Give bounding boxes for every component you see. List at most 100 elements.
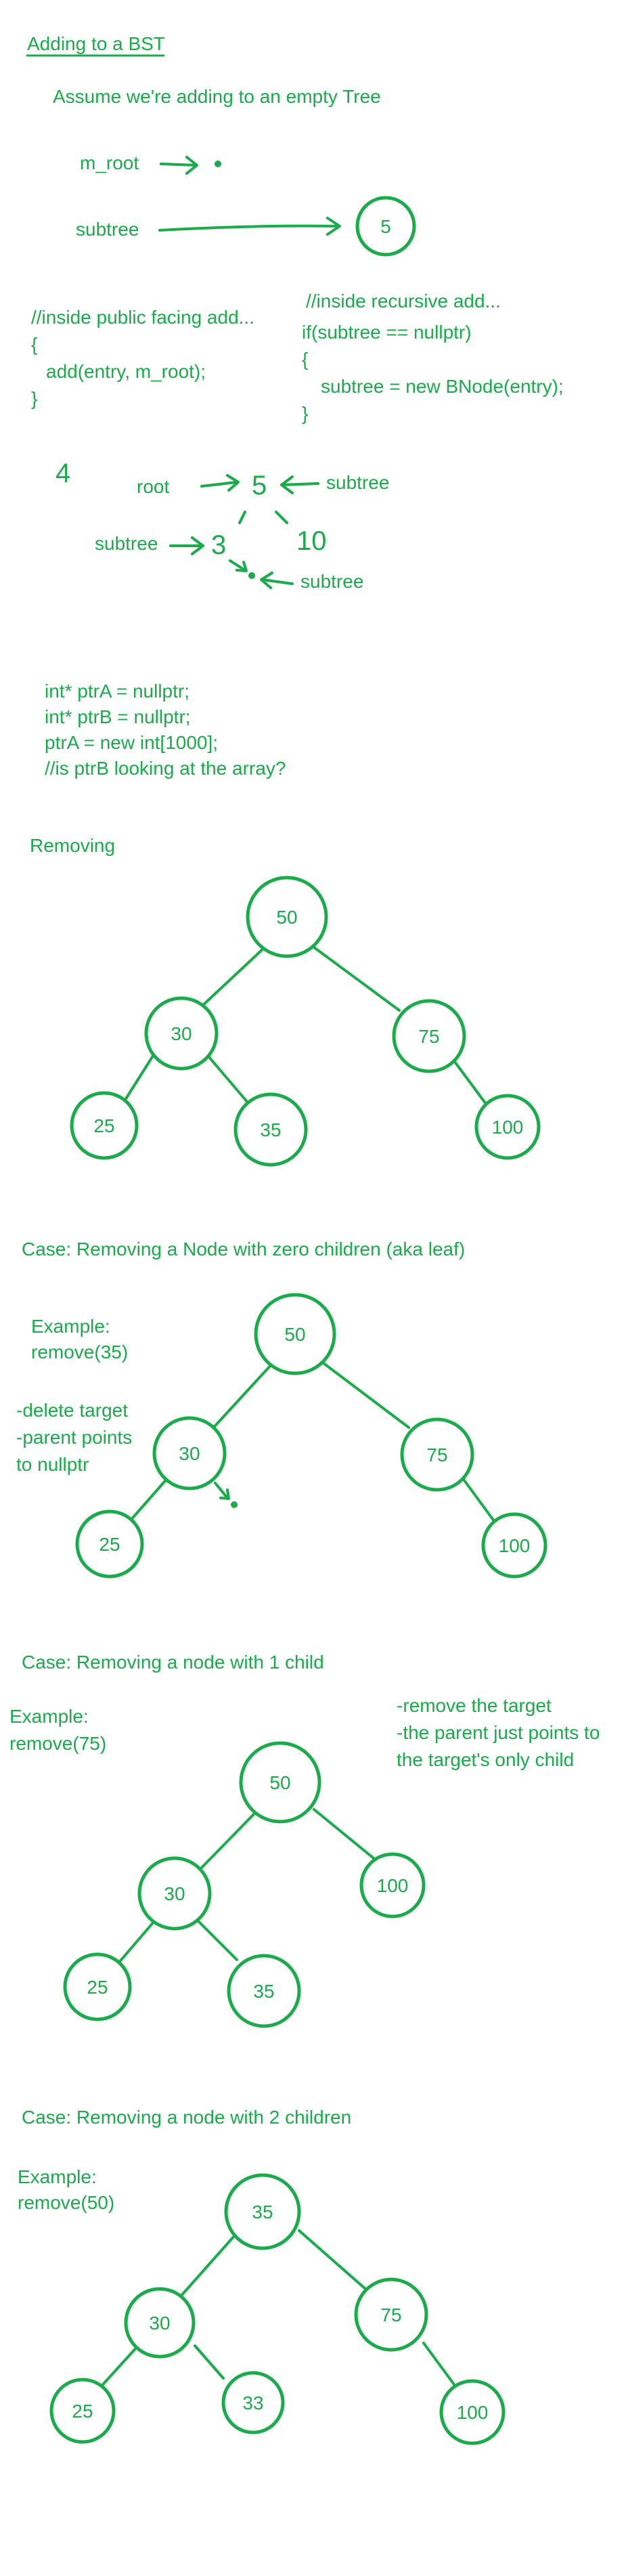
tree-node-75 [354, 2277, 428, 2352]
case-one-note-2: -the parent just points to [397, 1722, 600, 1743]
recursive-add-line-2: if(subtree == nullptr) [302, 322, 472, 343]
tree-node-50 [254, 1293, 336, 1375]
m-root-label: m_root [80, 152, 139, 173]
public-add-line-1: //inside public facing add... [31, 307, 254, 328]
section-title-adding: Adding to a BST [27, 33, 165, 54]
tree-node-25-value: 25 [99, 1534, 120, 1555]
public-add-line-3: add(entry, m_root); [46, 361, 206, 382]
tree-node-100 [474, 1094, 541, 1160]
tree-node-100 [439, 2379, 506, 2445]
section-removing: Removing 50 30 75 25 35 100 [30, 835, 541, 1167]
tree-node-100 [359, 1852, 426, 1918]
sketch-subtree-bottom: subtree [300, 571, 363, 592]
tree-node-100-value: 100 [492, 1117, 524, 1138]
section-adding: Adding to a BST Assume we're adding to a… [26, 33, 564, 424]
edge-50-75 [310, 944, 401, 1012]
case-two-example-1: Example: [18, 2166, 97, 2187]
tree-node-50-value: 50 [269, 1772, 290, 1793]
edge-35-75 [298, 2229, 367, 2290]
pointer-line-4: //is ptrB looking at the array? [45, 758, 286, 779]
tree-node-25 [70, 1091, 139, 1160]
null-dot [231, 1501, 238, 1508]
tree-node-25-value: 25 [72, 2401, 93, 2422]
edge-30-25 [96, 2344, 139, 2392]
tree-node-75-value: 75 [418, 1026, 439, 1047]
tree-node-35-value: 35 [260, 1119, 281, 1140]
edge-35-30 [179, 2235, 236, 2298]
recursive-add-code: //inside recursive add... if(subtree == … [302, 291, 564, 424]
hand-sketch: 4 root 5 subtree 10 subtree 3 subtree [55, 458, 389, 592]
null-dot [215, 160, 221, 167]
sketch-null-dot [248, 572, 255, 579]
section-case-two: Case: Removing a node with 2 children Ex… [18, 2107, 506, 2445]
tree-node-25 [63, 1952, 132, 2021]
tree-node-75 [400, 1417, 474, 1492]
tree-node-50-value: 50 [276, 907, 297, 928]
edge-50-30 [198, 1811, 257, 1872]
pointer-line-1: int* ptrA = nullptr; [45, 681, 189, 702]
case-one-note-3: the target's only child [397, 1749, 574, 1770]
subtree-right-arrow [280, 475, 319, 494]
case-zero-note-3: to nullptr [16, 1454, 89, 1475]
null-pointer-arrow [214, 1482, 230, 1500]
section-case-zero: Case: Removing a Node with zero children… [16, 1239, 547, 1579]
tree-node-30 [137, 1856, 212, 1931]
case-two-example-2: remove(50) [18, 2192, 114, 2213]
tree-node-33-value: 33 [242, 2392, 263, 2413]
tree-node-25-value: 25 [93, 1115, 114, 1136]
tree-node-50 [239, 1741, 321, 1824]
sketch-root-label: root [137, 476, 169, 497]
recursive-add-line-3: { [302, 349, 308, 370]
pointer-line-3: ptrA = new int[1000]; [45, 732, 218, 753]
edge-50-30 [208, 1362, 273, 1433]
tree-node-30 [152, 1416, 227, 1490]
edge-75-100 [453, 1060, 487, 1105]
case-one-example-1: Example: [9, 1706, 89, 1727]
case-zero-example-1: Example: [31, 1316, 110, 1337]
tree-node-35 [227, 1954, 301, 2028]
case-two-title: Case: Removing a node with 2 children [22, 2107, 351, 2128]
sketch-node-3: 3 [211, 530, 226, 560]
case-one-title: Case: Removing a node with 1 child [22, 1652, 324, 1673]
section-case-one: Case: Removing a node with 1 child Examp… [9, 1652, 600, 2028]
m-root-arrow [160, 156, 198, 175]
pointer-code: int* ptrA = nullptr; int* ptrB = nullptr… [45, 681, 286, 779]
edge-50-100 [313, 1808, 375, 1860]
tree-node-75 [392, 999, 466, 1073]
tree-node-25 [49, 2378, 116, 2444]
node-5-value: 5 [380, 216, 391, 237]
recursive-add-line-4: subtree = new BNode(entry); [321, 376, 564, 397]
subtree-label: subtree [76, 219, 139, 240]
recursive-add-line-5: } [302, 403, 308, 424]
tree-node-30 [124, 2287, 196, 2359]
case-zero-title: Case: Removing a Node with zero children… [22, 1239, 465, 1260]
case-one-example-2: remove(75) [9, 1733, 106, 1754]
public-add-line-2: { [31, 334, 37, 355]
sketch-left-branch [238, 511, 246, 524]
subtree-left-arrow [169, 536, 204, 555]
recursive-add-line-1: //inside recursive add... [306, 291, 501, 312]
edge-30-35 [195, 1918, 238, 1961]
removing-title: Removing [30, 835, 115, 856]
case-zero-example-2: remove(35) [31, 1341, 128, 1362]
section-subtitle: Assume we're adding to an empty Tree [53, 86, 381, 107]
tree-node-100-value: 100 [499, 1535, 531, 1556]
edge-30-25 [116, 1915, 160, 1965]
case-zero-note-1: -delete target [16, 1400, 128, 1421]
edge-50-30 [200, 947, 265, 1008]
tree-node-35 [233, 1092, 308, 1167]
tree-node-100-value: 100 [457, 2402, 489, 2423]
tree-node-30-value: 30 [149, 2313, 170, 2334]
sketch-number-4: 4 [55, 458, 70, 488]
tree-node-75-value: 75 [380, 2304, 401, 2325]
sketch-node-10: 10 [296, 526, 327, 556]
subtree-bottom-arrow [260, 572, 294, 589]
tree-node-35-value: 35 [252, 2202, 273, 2223]
case-one-note-1: -remove the target [397, 1695, 552, 1716]
tree-node-35-value: 35 [253, 1981, 274, 2002]
tree-node-100-value: 100 [377, 1875, 409, 1896]
edge-75-100 [463, 1479, 495, 1522]
node-5-circle [355, 196, 416, 257]
tree-node-30 [144, 996, 219, 1071]
